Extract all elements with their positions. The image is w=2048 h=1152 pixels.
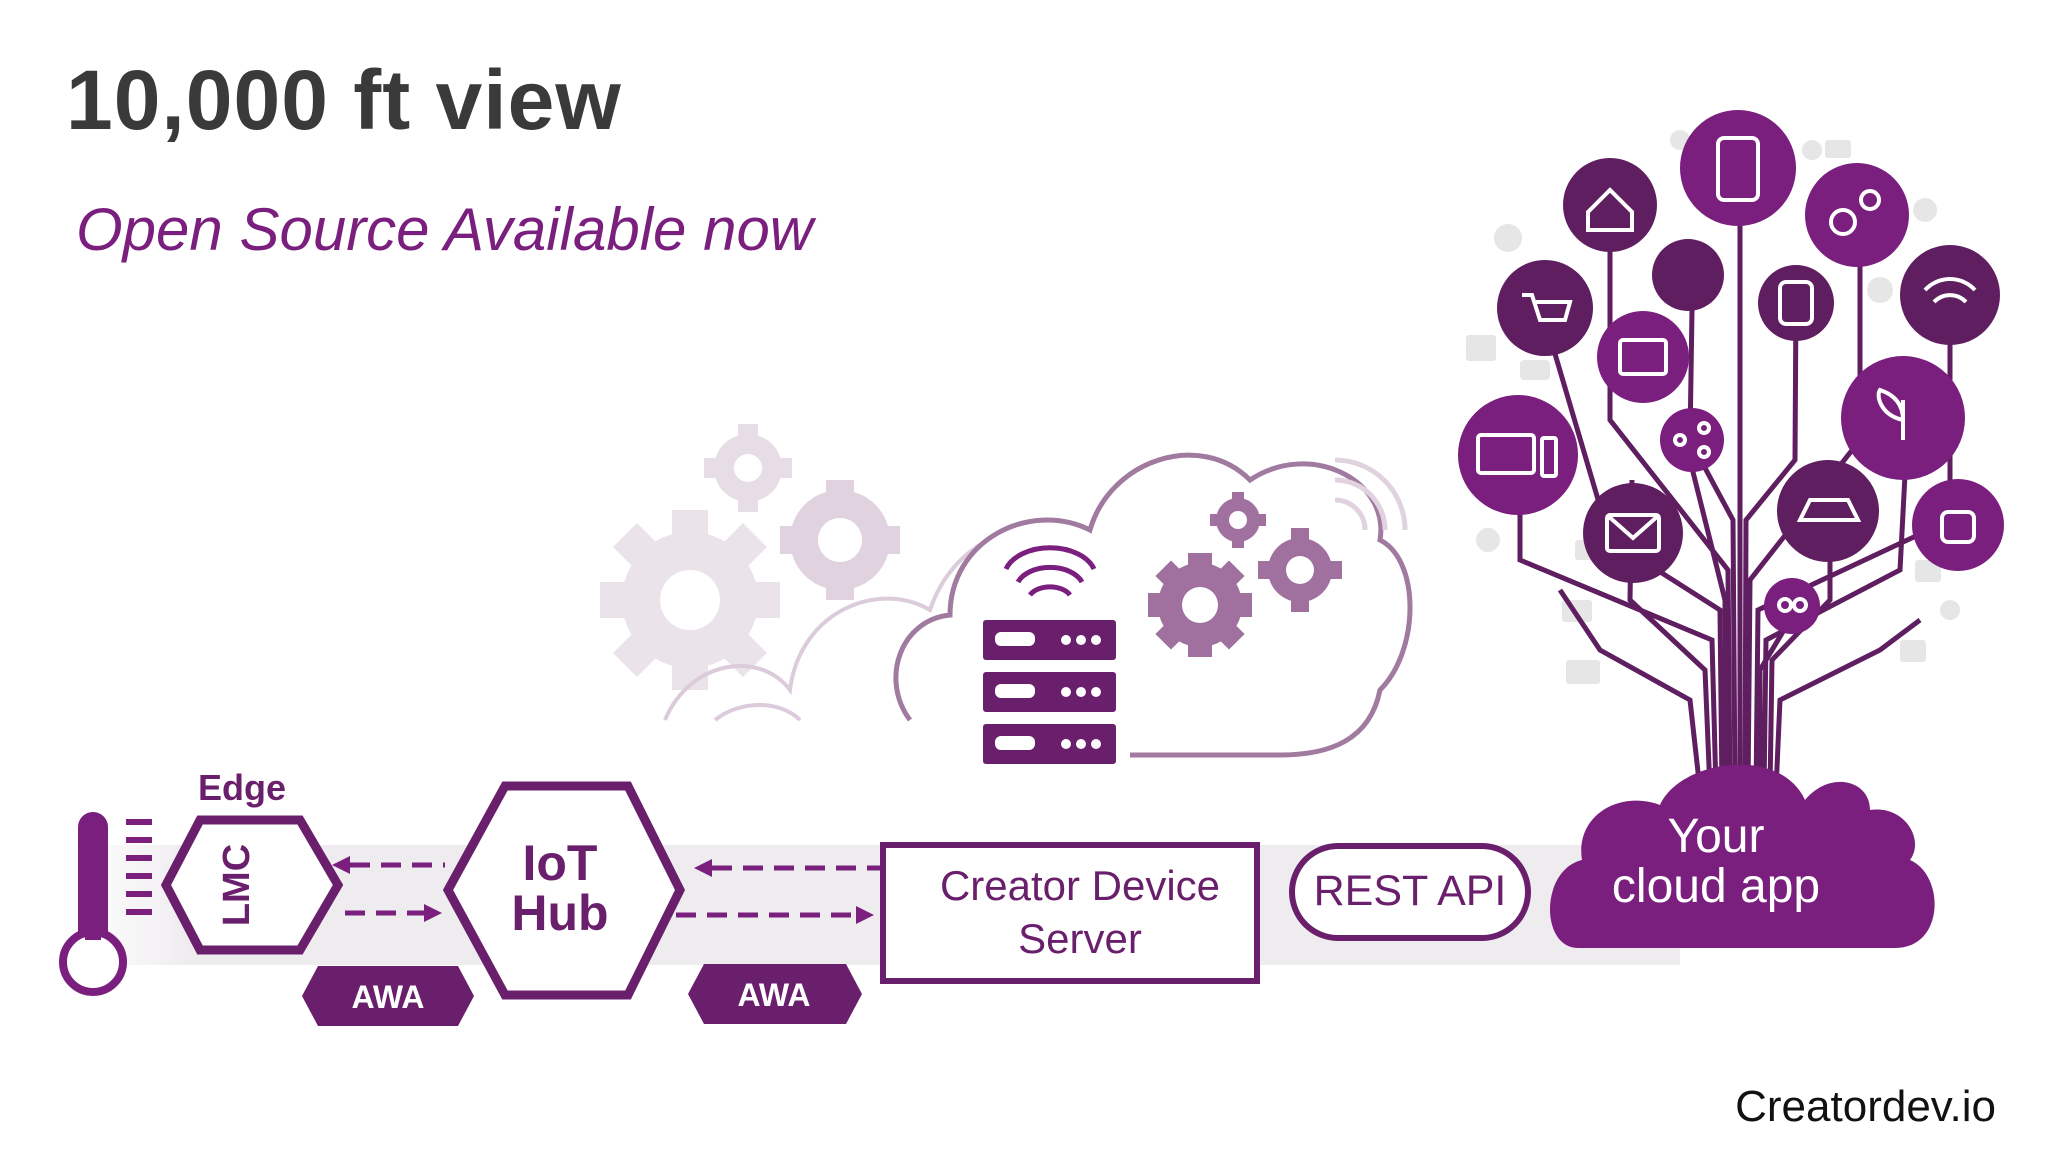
kettle-icon xyxy=(1912,479,2004,571)
gear-icon-large xyxy=(600,510,780,690)
server-icon xyxy=(983,545,1116,764)
awa-badge-right xyxy=(688,964,862,1024)
cloud-app-label-line2: cloud app xyxy=(1612,860,1820,913)
cloud-app-label-line1: Your xyxy=(1668,810,1765,863)
footer-url: Creatordev.io xyxy=(1735,1082,1996,1131)
gears-icon xyxy=(1805,163,1909,267)
lmc-label: LMC xyxy=(216,844,258,926)
creator-server-label-line1: Creator Device xyxy=(940,862,1220,909)
home-icon xyxy=(1563,158,1657,252)
creator-server-label-line2: Server xyxy=(1018,915,1142,962)
tree-icon-glyphs xyxy=(1476,136,1977,613)
signal-waves-icon xyxy=(1334,457,1408,531)
awa-left-label: AWA xyxy=(352,979,425,1015)
gear-icon-right-small xyxy=(1210,492,1266,548)
awa-right-label: AWA xyxy=(738,977,811,1013)
gear-icon-right-big xyxy=(1148,553,1252,657)
satellite-icon xyxy=(1652,239,1724,311)
creator-device-server-box xyxy=(880,842,1260,984)
thermometer-icon xyxy=(59,812,152,996)
slide-subtitle: Open Source Available now xyxy=(76,196,814,263)
computer-icon xyxy=(1458,395,1578,515)
lmc-hexagon xyxy=(160,815,344,955)
tree-icon-circles xyxy=(1458,110,2004,634)
iot-hub-hexagon xyxy=(442,781,686,1000)
server-wifi-waves xyxy=(1003,545,1097,597)
gear-icon-small-top xyxy=(704,424,792,512)
tree-branches xyxy=(1517,180,1953,791)
iot-hub-label-line2: Hub xyxy=(511,885,608,941)
rest-api-label: REST API xyxy=(1314,867,1507,915)
mail-icon xyxy=(1583,483,1683,583)
edge-label: Edge xyxy=(198,767,286,808)
awa-badge-left xyxy=(302,966,474,1026)
rest-api-pill xyxy=(1289,843,1531,941)
share-icon xyxy=(1660,408,1724,472)
gear-icon-mid xyxy=(780,480,900,600)
your-cloud-app-cloud xyxy=(1549,764,1935,948)
iot-hub-label-line1: IoT xyxy=(523,835,598,891)
slide-title: 10,000 ft view xyxy=(66,53,622,147)
code-icon xyxy=(1597,311,1689,403)
watch-icon xyxy=(1758,265,1834,341)
gear-icon-right-mid xyxy=(1258,528,1342,612)
car-icon xyxy=(1777,460,1879,562)
cart-icon xyxy=(1497,260,1593,356)
phone-icon xyxy=(1680,110,1796,226)
